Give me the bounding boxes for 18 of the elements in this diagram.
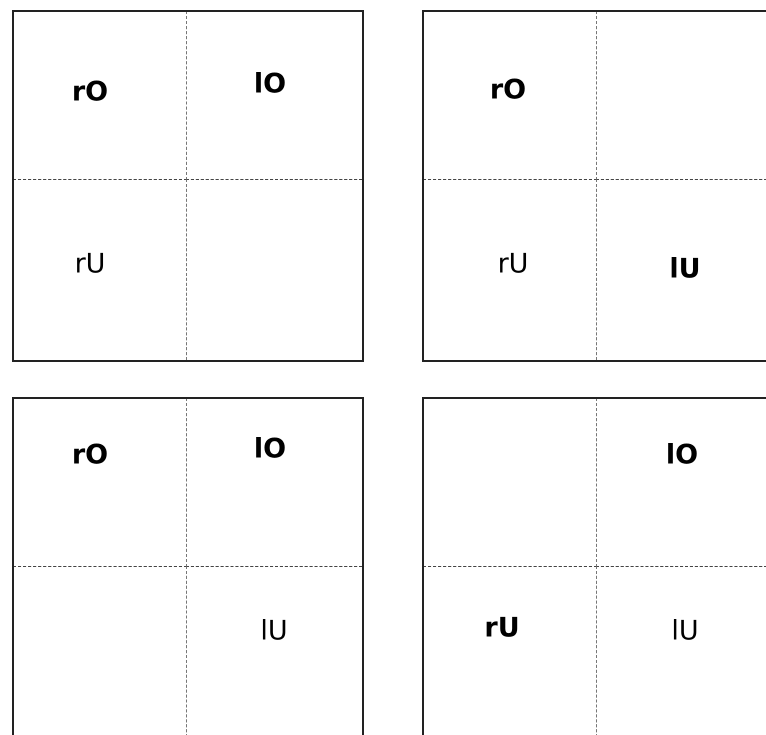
- quadrant-square: [12, 10, 364, 362]
- quadrant-label: rO: [72, 442, 108, 468]
- quadrant-label: lO: [666, 442, 698, 468]
- quadrant-label: rU: [484, 614, 520, 642]
- quadrant-label: rO: [490, 76, 526, 104]
- quadrant-label: lO: [254, 70, 286, 98]
- quadrant-label: rU: [74, 250, 106, 278]
- quadrant-label: rU: [498, 250, 528, 278]
- quadrant-square: [12, 397, 364, 735]
- quadrant-square: [422, 10, 766, 362]
- quadrant-label: lO: [254, 436, 286, 462]
- quadrant-cell: [186, 566, 362, 735]
- quadrant-cell: [596, 566, 766, 735]
- quadrant-square: [422, 397, 766, 735]
- quadrant-label: lU: [260, 618, 288, 644]
- quadrant-label: rO: [72, 78, 108, 106]
- quadrant-label: lU: [671, 618, 699, 644]
- quadrant-label: lU: [669, 256, 701, 282]
